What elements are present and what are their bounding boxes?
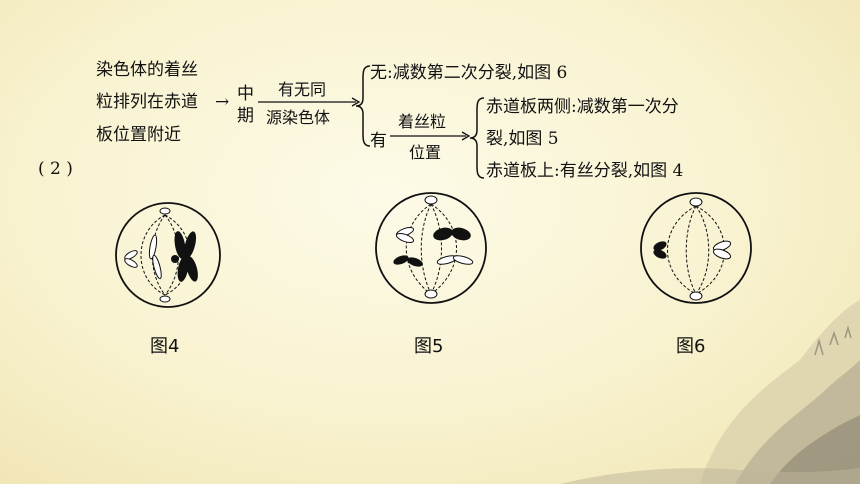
figure-5-caption: 图5 — [414, 336, 444, 357]
branch-no: 无:减数第二次分裂,如图 6 — [370, 63, 568, 83]
figure-6-cell — [640, 192, 752, 304]
condition-line-3: 板位置附近 — [96, 125, 181, 145]
branch-yes: 有 — [370, 131, 387, 151]
question1-top: 有无同 — [278, 80, 327, 99]
figure-4-caption: 图4 — [150, 336, 180, 357]
sub-branch-1-line-2: 裂,如图 5 — [486, 129, 559, 149]
phase-bottom: 期 — [237, 106, 254, 126]
condition-line-2: 粒排列在赤道 — [96, 92, 198, 112]
question2-top: 着丝粒 — [398, 112, 447, 131]
arrow-to-phase: → — [215, 92, 230, 112]
condition-line-1: 染色体的着丝 — [96, 60, 198, 80]
brace-2 — [469, 97, 485, 179]
question1-bottom: 源染色体 — [266, 108, 331, 127]
phase-top: 中 — [237, 84, 254, 104]
sub-branch-2: 赤道板上:有丝分裂,如图 4 — [486, 161, 684, 181]
question2-arrow — [390, 131, 471, 141]
sub-branch-1-line-1: 赤道板两侧:减数第一次分 — [486, 97, 679, 117]
figure-5-cell — [375, 192, 487, 304]
brace-1 — [355, 65, 371, 147]
question2-bottom: 位置 — [409, 143, 442, 162]
figure-6-caption: 图6 — [676, 336, 706, 357]
question1-arrow — [258, 97, 361, 107]
problem-number: ( 2 ) — [38, 159, 73, 179]
figure-4-cell — [115, 202, 221, 308]
